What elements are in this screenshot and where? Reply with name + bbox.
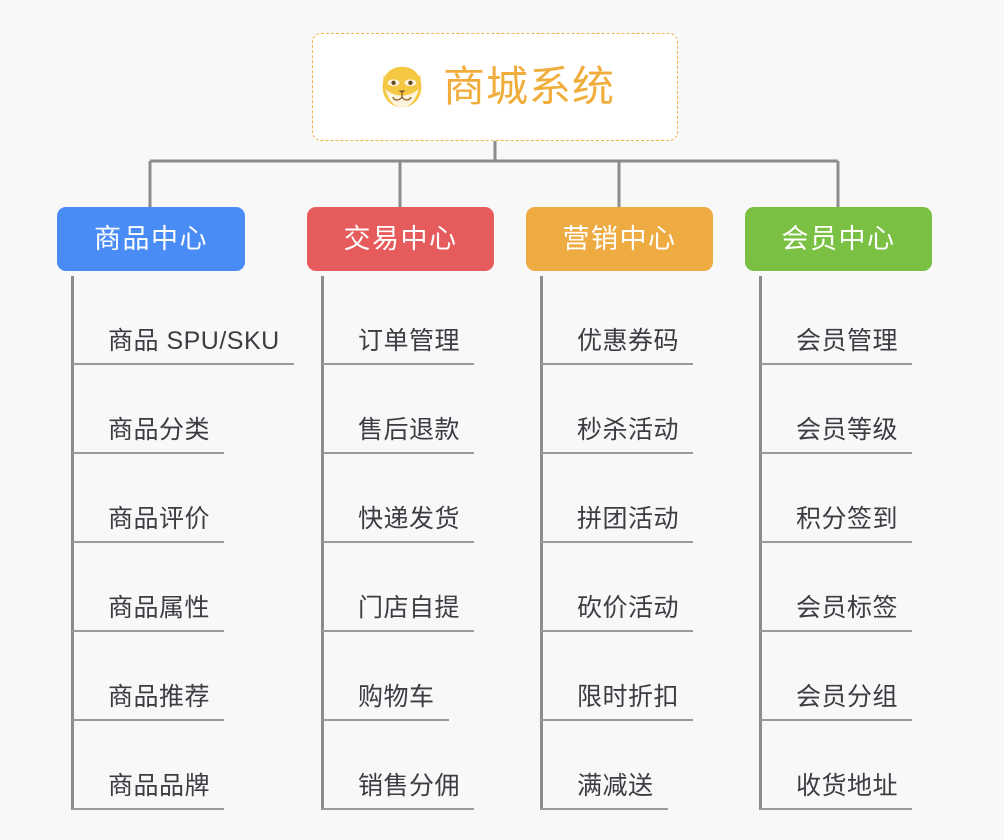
leaf-item[interactable]: 收货地址 xyxy=(760,721,932,810)
leaf-item-underline xyxy=(72,452,225,454)
leaf-item-underline xyxy=(760,541,913,543)
leaf-item-underline xyxy=(760,808,913,810)
leaf-item-label: 秒杀活动 xyxy=(577,416,680,444)
leaf-list: 商品 SPU/SKU 商品分类商品评价商品属性商品推荐商品品牌 xyxy=(57,276,294,810)
leaf-list: 会员管理会员等级积分签到会员标签会员分组收货地址 xyxy=(745,276,932,810)
leaf-item-label: 会员管理 xyxy=(796,327,899,355)
leaf-item-underline xyxy=(72,808,225,810)
leaf-item-label: 会员分组 xyxy=(796,683,899,711)
leaf-item[interactable]: 会员管理 xyxy=(760,276,932,365)
leaf-item-label: 砍价活动 xyxy=(577,594,680,622)
leaf-item[interactable]: 会员等级 xyxy=(760,365,932,454)
category-column: 会员中心会员管理会员等级积分签到会员标签会员分组收货地址 xyxy=(745,207,932,810)
root-node[interactable]: 商城系统 xyxy=(312,33,678,141)
leaf-item-label: 优惠券码 xyxy=(577,327,680,355)
leaf-item-underline xyxy=(72,363,294,365)
leaf-item-label: 购物车 xyxy=(358,683,435,711)
leaf-item-underline xyxy=(322,452,475,454)
leaf-item[interactable]: 会员标签 xyxy=(760,543,932,632)
leaf-item[interactable]: 砍价活动 xyxy=(541,543,713,632)
leaf-item[interactable]: 门店自提 xyxy=(322,543,494,632)
leaf-item-underline xyxy=(541,452,694,454)
category-header-2[interactable]: 交易中心 xyxy=(307,207,494,271)
leaf-item-label: 商品推荐 xyxy=(108,683,211,711)
category-header-label: 商品中心 xyxy=(94,223,208,254)
branch-trunk-line xyxy=(71,276,74,810)
category-header-4[interactable]: 会员中心 xyxy=(745,207,932,271)
leaf-item[interactable]: 订单管理 xyxy=(322,276,494,365)
leaf-item-underline xyxy=(322,541,475,543)
leaf-item-label: 满减送 xyxy=(577,772,654,800)
root-title: 商城系统 xyxy=(442,63,615,110)
category-column: 交易中心订单管理售后退款快递发货门店自提购物车销售分佣 xyxy=(307,207,494,810)
leaf-item-underline xyxy=(541,630,694,632)
leaf-item-underline xyxy=(322,630,475,632)
leaf-item-label: 商品 SPU/SKU xyxy=(108,327,280,355)
branch-trunk-line xyxy=(540,276,543,810)
leaf-item[interactable]: 商品分类 xyxy=(72,365,294,454)
leaf-item[interactable]: 满减送 xyxy=(541,721,713,810)
leaf-item[interactable]: 商品评价 xyxy=(72,454,294,543)
leaf-list: 订单管理售后退款快递发货门店自提购物车销售分佣 xyxy=(307,276,494,810)
leaf-item-underline xyxy=(541,808,668,810)
leaf-item[interactable]: 商品 SPU/SKU xyxy=(72,276,294,365)
leaf-item-underline xyxy=(760,363,913,365)
leaf-item-label: 商品评价 xyxy=(108,505,211,533)
leaf-item[interactable]: 商品属性 xyxy=(72,543,294,632)
leaf-item-underline xyxy=(322,719,449,721)
leaf-item[interactable]: 购物车 xyxy=(322,632,494,721)
leaf-item[interactable]: 销售分佣 xyxy=(322,721,494,810)
leaf-item[interactable]: 限时折扣 xyxy=(541,632,713,721)
leaf-item-label: 会员标签 xyxy=(796,594,899,622)
leaf-item[interactable]: 积分签到 xyxy=(760,454,932,543)
leaf-item-underline xyxy=(322,808,475,810)
leaf-item-label: 销售分佣 xyxy=(358,772,461,800)
leaf-item-label: 会员等级 xyxy=(796,416,899,444)
leaf-item-label: 商品分类 xyxy=(108,416,211,444)
leaf-item[interactable]: 会员分组 xyxy=(760,632,932,721)
leaf-item-label: 商品品牌 xyxy=(108,772,211,800)
leaf-item-label: 订单管理 xyxy=(358,327,461,355)
leaf-item-label: 售后退款 xyxy=(358,416,461,444)
leaf-item-underline xyxy=(72,719,225,721)
leaf-item-label: 快递发货 xyxy=(358,505,461,533)
shiba-dog-face-icon xyxy=(382,66,422,108)
leaf-item-underline xyxy=(72,630,225,632)
category-header-label: 交易中心 xyxy=(343,223,458,254)
leaf-item-underline xyxy=(541,719,694,721)
leaf-item[interactable]: 商品推荐 xyxy=(72,632,294,721)
leaf-item-underline xyxy=(541,363,694,365)
branch-trunk-line xyxy=(759,276,762,810)
leaf-item-label: 积分签到 xyxy=(796,505,899,533)
leaf-item-underline xyxy=(760,452,913,454)
leaf-item-label: 限时折扣 xyxy=(577,683,680,711)
branch-trunk-line xyxy=(321,276,324,810)
leaf-item[interactable]: 商品品牌 xyxy=(72,721,294,810)
leaf-item[interactable]: 优惠券码 xyxy=(541,276,713,365)
category-header-3[interactable]: 营销中心 xyxy=(526,207,713,271)
leaf-item-label: 收货地址 xyxy=(796,772,899,800)
category-column: 营销中心优惠券码秒杀活动拼团活动砍价活动限时折扣满减送 xyxy=(526,207,713,810)
leaf-item-underline xyxy=(760,719,913,721)
leaf-item[interactable]: 售后退款 xyxy=(322,365,494,454)
leaf-item-underline xyxy=(322,363,475,365)
leaf-item-underline xyxy=(760,630,913,632)
leaf-item[interactable]: 拼团活动 xyxy=(541,454,713,543)
leaf-item-underline xyxy=(541,541,694,543)
leaf-item[interactable]: 快递发货 xyxy=(322,454,494,543)
leaf-item-label: 门店自提 xyxy=(358,594,461,622)
leaf-item-underline xyxy=(72,541,225,543)
leaf-item-label: 商品属性 xyxy=(108,594,211,622)
category-column: 商品中心商品 SPU/SKU 商品分类商品评价商品属性商品推荐商品品牌 xyxy=(57,207,294,810)
leaf-item[interactable]: 秒杀活动 xyxy=(541,365,713,454)
category-header-label: 营销中心 xyxy=(562,223,677,254)
leaf-list: 优惠券码秒杀活动拼团活动砍价活动限时折扣满减送 xyxy=(526,276,713,810)
leaf-item-label: 拼团活动 xyxy=(577,505,680,533)
category-header-label: 会员中心 xyxy=(781,223,896,254)
category-header-1[interactable]: 商品中心 xyxy=(57,207,245,271)
